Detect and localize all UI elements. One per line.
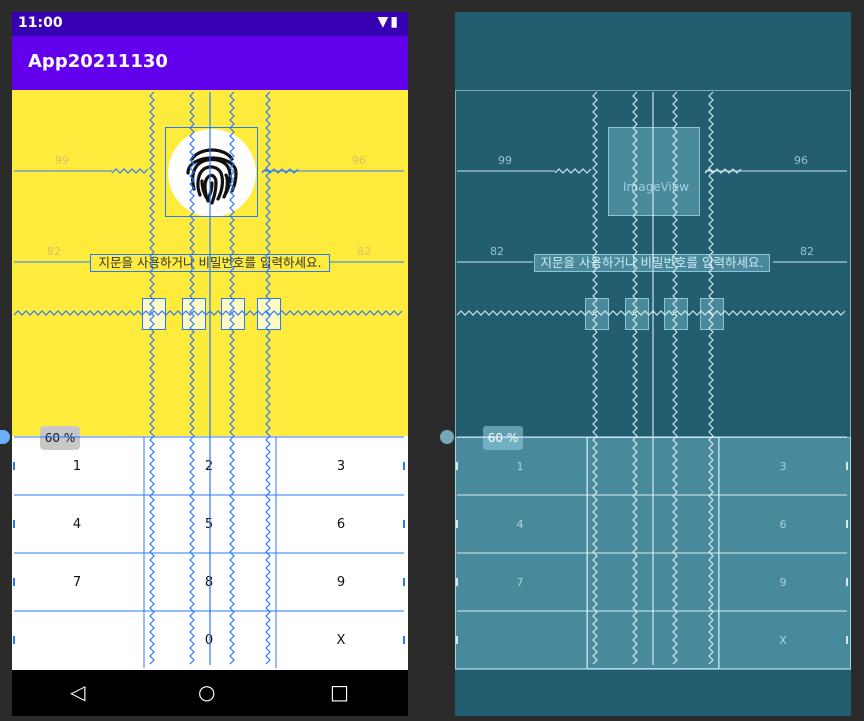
blueprint-imageview-label: ImageView — [623, 180, 690, 194]
key-9[interactable]: 9 — [336, 575, 346, 590]
status-bar: 11:00 ▼▮ — [12, 12, 408, 36]
blueprint-margin-right-top: 96 — [794, 154, 808, 167]
guideline-handle[interactable] — [0, 430, 10, 444]
home-icon[interactable]: ○ — [198, 680, 216, 704]
blueprint-key-9: 9 — [779, 576, 787, 589]
wifi-icon: ▼ — [377, 14, 391, 30]
blueprint-key-4: 4 — [516, 518, 524, 531]
status-icons: ▼▮ — [378, 14, 401, 30]
constraint-spring-h — [261, 168, 299, 174]
key-2[interactable]: 2 — [204, 459, 214, 474]
constraint-spring-v — [632, 91, 638, 665]
blueprint-margin-left-mid: 82 — [490, 245, 504, 258]
key-6[interactable]: 6 — [336, 517, 346, 532]
app-bar: App20211130 — [12, 36, 408, 90]
blueprint-key-6: 6 — [779, 518, 787, 531]
margin-left-mid: 82 — [47, 245, 61, 258]
blueprint-margin-left-top: 99 — [498, 154, 512, 167]
key-5[interactable]: 5 — [204, 517, 214, 532]
key-x[interactable]: X — [336, 633, 346, 648]
blueprint-margin-right-mid: 82 — [800, 245, 814, 258]
blueprint-layout-bounds — [455, 90, 851, 670]
constraint-spring-h — [111, 168, 149, 174]
key-1[interactable]: 1 — [72, 459, 82, 474]
battery-icon: ▮ — [390, 14, 400, 30]
blueprint-key-1: 1 — [516, 460, 524, 473]
constraint-spring-h — [554, 168, 592, 174]
blueprint-key-7: 7 — [516, 576, 524, 589]
blueprint-guideline-handle[interactable] — [440, 430, 454, 444]
key-3[interactable]: 3 — [336, 459, 346, 474]
blueprint-imageview[interactable]: ImageView — [608, 127, 700, 216]
navigation-bar: ◁ ○ □ — [12, 670, 408, 716]
key-8[interactable]: 8 — [204, 575, 214, 590]
recents-icon[interactable]: □ — [330, 680, 349, 704]
back-icon[interactable]: ◁ — [70, 680, 86, 704]
constraint-spring-h — [13, 310, 403, 316]
constraint-spring-h — [704, 168, 742, 174]
key-4[interactable]: 4 — [72, 517, 82, 532]
margin-right-mid: 82 — [357, 245, 371, 258]
constraint-spring-v — [592, 91, 598, 665]
constraint-spring-v — [189, 91, 195, 665]
constraint-spring-h — [456, 310, 846, 316]
fingerprint-image[interactable] — [168, 129, 256, 217]
status-time: 11:00 — [18, 15, 63, 31]
constraint-spring-v — [149, 91, 155, 665]
guideline-percent[interactable]: 60 % — [40, 426, 80, 450]
margin-right-top: 96 — [352, 154, 366, 167]
blueprint-key-x: X — [779, 634, 787, 647]
key-0[interactable]: 0 — [204, 633, 214, 648]
app-title: App20211130 — [28, 51, 168, 72]
key-7[interactable]: 7 — [72, 575, 82, 590]
constraint-spring-v — [708, 91, 714, 665]
fingerprint-selection — [165, 127, 258, 217]
constraint-spring-v — [229, 91, 235, 665]
blueprint-guideline-percent[interactable]: 60 % — [483, 426, 523, 450]
blueprint-key-3: 3 — [779, 460, 787, 473]
margin-left-top: 99 — [55, 154, 69, 167]
constraint-spring-v — [265, 91, 271, 665]
constraint-spring-v — [672, 91, 678, 665]
